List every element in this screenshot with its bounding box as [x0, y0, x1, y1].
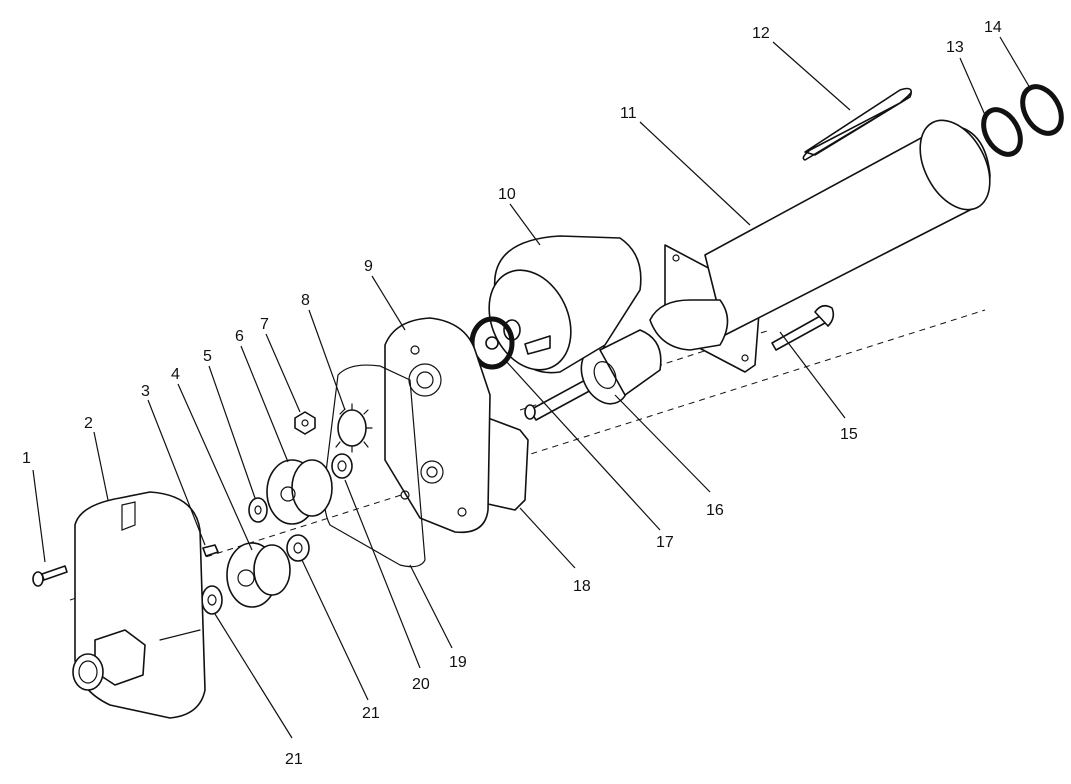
callout-16: 16: [706, 502, 724, 519]
gear-cover: [72, 491, 206, 719]
washer-20: [331, 453, 353, 479]
large-gear: [266, 459, 333, 525]
callout-7: 7: [260, 316, 269, 333]
callout-4: 4: [171, 366, 180, 383]
leader-lines: [32, 36, 1031, 739]
callout-13: 13: [946, 39, 964, 56]
callout-8: 8: [301, 292, 310, 309]
gear-housing: [384, 317, 491, 534]
washer-21-upper: [286, 534, 310, 562]
callout-6: 6: [235, 328, 244, 345]
callout-14: 14: [984, 19, 1002, 36]
washer-5: [248, 497, 268, 523]
small-gear: [335, 403, 373, 453]
key-strip: [802, 87, 913, 161]
callout-12: 12: [752, 25, 770, 42]
ring-13: [981, 107, 1023, 157]
callout-5: 5: [203, 348, 212, 365]
tube-assembly: [649, 119, 991, 373]
callout-11: 11: [620, 105, 637, 122]
key: [202, 544, 219, 557]
washer-21-lower: [201, 585, 223, 615]
callout-21-upper: 21: [362, 705, 380, 722]
callout-20: 20: [412, 676, 430, 693]
callout-21-lower: 21: [285, 751, 303, 768]
callout-18: 18: [573, 578, 591, 595]
callout-1: 1: [22, 450, 31, 467]
output-gear: [226, 542, 291, 608]
callout-15: 15: [840, 426, 858, 443]
callout-17: 17: [656, 534, 674, 551]
ring-14: [1020, 84, 1064, 136]
callout-3: 3: [141, 383, 150, 400]
screw: [32, 565, 68, 587]
callout-9: 9: [364, 258, 373, 275]
assembly-axis-line: [69, 309, 986, 601]
callout-10: 10: [498, 186, 516, 203]
callout-19: 19: [449, 654, 467, 671]
long-bolt: [771, 304, 835, 351]
callout-2: 2: [84, 415, 93, 432]
nut: [294, 411, 316, 435]
